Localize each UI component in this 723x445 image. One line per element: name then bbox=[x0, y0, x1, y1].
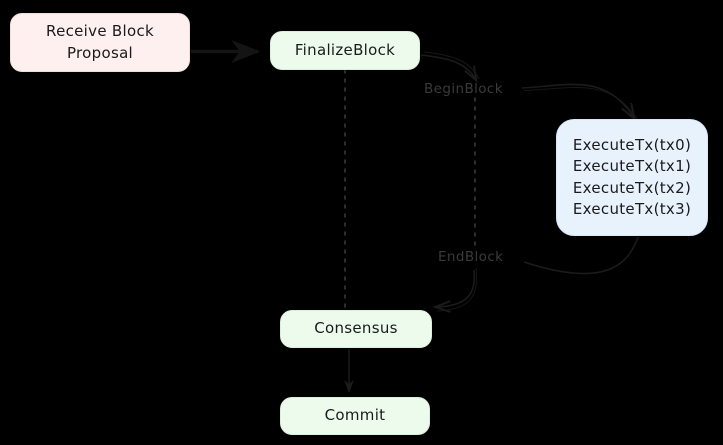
node-label-line: FinalizeBlock bbox=[294, 40, 396, 59]
node-label-line: Consensus bbox=[314, 319, 398, 338]
node-label-line: Commit bbox=[324, 406, 386, 425]
node-label-line: Receive Block bbox=[46, 22, 154, 41]
edge-endblock-to-consensus bbox=[432, 267, 478, 313]
edge-finalize-to-beginblock bbox=[420, 51, 480, 83]
node-label-line: ExecuteTx(tx1) bbox=[572, 157, 692, 176]
node-label-line: ExecuteTx(tx2) bbox=[572, 178, 692, 197]
edge-executetx-to-endblock bbox=[523, 236, 639, 275]
edge-label-end-block: EndBlock bbox=[438, 249, 504, 265]
node-receive-block-proposal[interactable]: Receive Block Proposal bbox=[10, 13, 190, 72]
edge-beginblock-to-executetx bbox=[521, 83, 638, 122]
node-label-line: ExecuteTx(tx0) bbox=[572, 135, 692, 154]
node-label-line: Proposal bbox=[66, 43, 134, 62]
node-finalize-block[interactable]: FinalizeBlock bbox=[270, 31, 420, 70]
edge-label-begin-block: BeginBlock bbox=[424, 81, 503, 97]
node-label-line: ExecuteTx(tx3) bbox=[572, 199, 692, 218]
node-consensus[interactable]: Consensus bbox=[280, 310, 432, 348]
node-execute-tx[interactable]: ExecuteTx(tx0) ExecuteTx(tx1) ExecuteTx(… bbox=[556, 119, 708, 236]
node-commit[interactable]: Commit bbox=[280, 397, 430, 435]
